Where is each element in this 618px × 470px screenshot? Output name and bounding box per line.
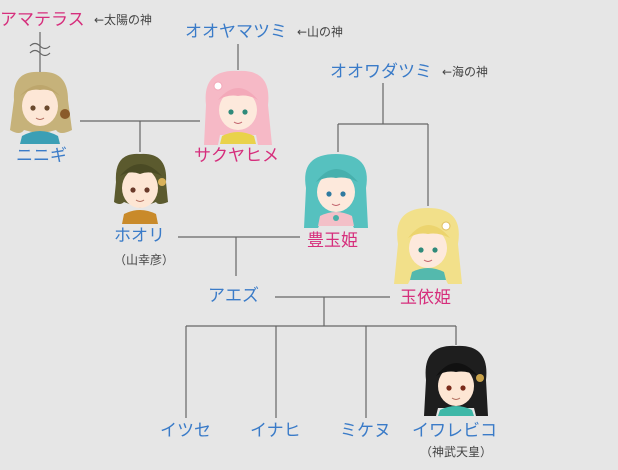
inahi-name: イナヒ (250, 421, 301, 441)
sakuyahime-portrait-icon (204, 70, 272, 145)
hoori-name: ホオリ (114, 226, 165, 246)
oowatatsumi-note: ←海の神 (442, 65, 489, 79)
toyotamahime-portrait-icon (304, 154, 368, 228)
hoori-portrait-icon (114, 153, 168, 224)
tamayorihime-portrait-icon (394, 208, 462, 284)
mikenu-name: ミケヌ (340, 421, 391, 441)
ninigi-portrait-icon (10, 71, 72, 144)
iwarebiko-portrait-icon (424, 345, 488, 416)
oowatatsumi-name: オオワダツミ (330, 62, 432, 82)
sakuyahime-name: サクヤヒメ (194, 146, 279, 166)
amaterasu-note: ←太陽の神 (94, 13, 153, 27)
iwarebiko-name: イワレビコ (412, 421, 497, 441)
ooyamatsumi-note: ←山の神 (297, 25, 344, 39)
ooyamatsumi-name: オオヤマツミ (185, 22, 287, 42)
toyotamahime-name: 豊玉姫 (307, 231, 358, 251)
iwarebiko-alias: （神武天皇） (420, 445, 493, 459)
amaterasu-name: アマテラス (0, 10, 85, 30)
itsuse-name: イツセ (160, 421, 211, 441)
aezu-name: アエズ (208, 286, 259, 306)
hoori-alias: （山幸彦） (114, 253, 175, 267)
tamayorihime-name: 玉依姫 (400, 288, 451, 308)
ninigi-name: ニニギ (16, 146, 67, 166)
